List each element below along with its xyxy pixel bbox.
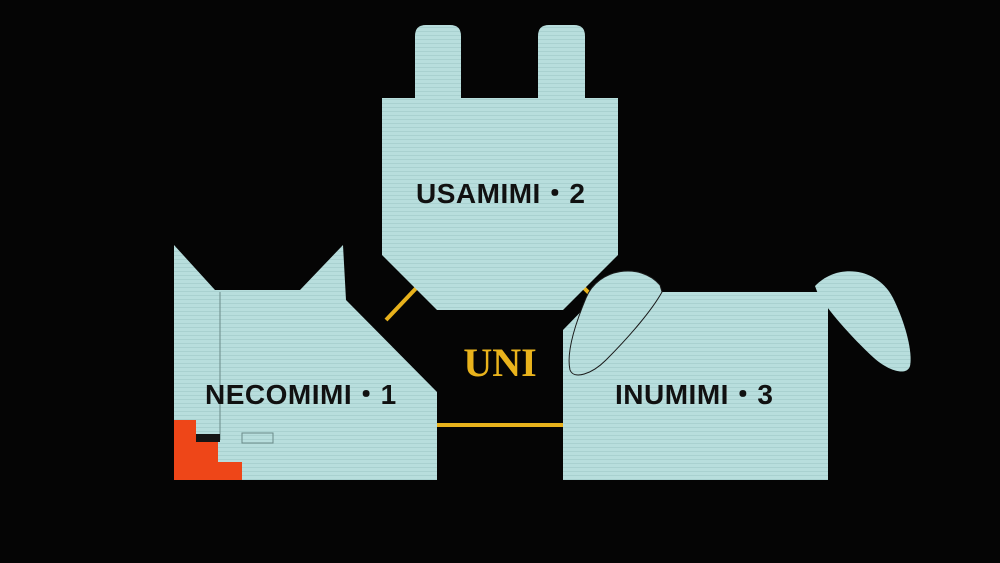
rabbit-ear-right-shape	[538, 25, 585, 100]
necomimi-label: NECOMIMI・1	[205, 373, 397, 413]
usamimi-panel[interactable]	[382, 25, 618, 310]
dog-ear-right-shape	[815, 271, 911, 371]
necomimi-panel[interactable]	[174, 245, 437, 480]
center-label: UNI	[463, 340, 536, 385]
necomimi-dark-bar	[196, 434, 220, 442]
usamimi-label: USAMIMI・2	[416, 172, 585, 212]
inumimi-label: INUMIMI・3	[615, 373, 774, 413]
rabbit-ear-left-shape	[415, 25, 461, 100]
